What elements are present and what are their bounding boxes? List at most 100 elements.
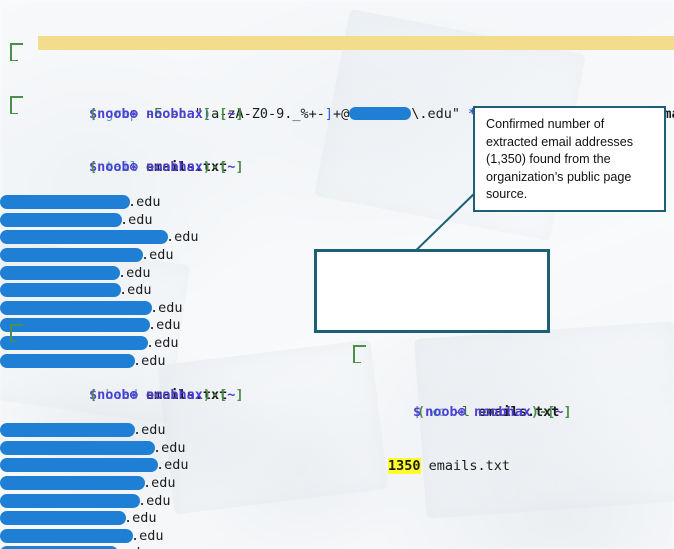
head-output-list: .edu.edu.edu.edu.edu.edu.edu.edu.edu.edu bbox=[0, 422, 244, 549]
prompt-dash: - bbox=[211, 386, 220, 403]
prompt-bracket-open: [ bbox=[219, 386, 228, 403]
prompt-corner-top-icon bbox=[10, 43, 23, 45]
prompt-open-paren: ( bbox=[89, 158, 98, 175]
prompt-hostname: noobhax bbox=[145, 105, 203, 122]
prompt-space bbox=[138, 387, 146, 403]
email-domain-suffix: .edu bbox=[146, 334, 179, 351]
output-line: .edu bbox=[0, 317, 244, 335]
shell-prompt: (noob⊛ noobhax)-[~] bbox=[0, 316, 244, 403]
prompt-open-paren: ( bbox=[89, 105, 98, 122]
prompt-dollar: $ bbox=[413, 404, 422, 420]
cmd-token: emails.txt bbox=[478, 404, 560, 420]
final-prompt-block: (noob⊛ noobhax)-[~] $ bbox=[0, 510, 244, 549]
email-domain-suffix: .edu bbox=[133, 422, 166, 439]
line-count-value: 1350 bbox=[388, 458, 421, 474]
shell-prompt: (noob⊛ noobhax)-[~] bbox=[334, 331, 572, 420]
cmd-token: emails.txt bbox=[145, 158, 228, 175]
email-domain-suffix: .edu bbox=[119, 282, 152, 299]
tail-block: (noob⊛ noobhax)-[~] $ tail emails.txt .e… bbox=[0, 53, 244, 405]
email-domain-suffix: .edu bbox=[118, 264, 151, 281]
cmd-token bbox=[460, 106, 468, 122]
output-line: .edu bbox=[0, 353, 244, 371]
wc-command-tokens: wc -l emails.txt bbox=[429, 404, 559, 420]
prompt-open-paren: ( bbox=[417, 404, 426, 420]
email-domain-suffix: .edu bbox=[148, 317, 181, 334]
cmd-token: -o bbox=[170, 105, 187, 122]
prompt-dollar: $ bbox=[89, 158, 98, 175]
prompt-user: noob bbox=[425, 404, 458, 420]
redaction-mark bbox=[0, 300, 152, 315]
prompt-user: noob bbox=[97, 105, 130, 122]
wc-result-line: 1350 emails.txt bbox=[323, 439, 547, 474]
prompt-space bbox=[466, 404, 474, 420]
email-domain-suffix: .edu bbox=[150, 299, 183, 316]
prompt-cwd: ~ bbox=[227, 105, 236, 122]
output-line: .edu bbox=[0, 422, 244, 440]
redaction-mark bbox=[0, 440, 155, 455]
email-domain-suffix: .edu bbox=[141, 246, 174, 263]
redaction-mark bbox=[0, 423, 135, 438]
redaction-mark bbox=[349, 106, 412, 120]
prompt-bracket-close: ] bbox=[563, 404, 572, 420]
cmd-token: emails.txt bbox=[145, 386, 228, 403]
prompt-close-paren: ) bbox=[202, 158, 212, 175]
prompt-cwd: ~ bbox=[227, 386, 236, 403]
redaction-mark bbox=[0, 528, 133, 543]
redaction-mark bbox=[0, 247, 143, 262]
prompt-corner-top-icon bbox=[10, 324, 23, 326]
cmd-token: grep bbox=[105, 105, 138, 122]
email-domain-suffix: .edu bbox=[120, 211, 153, 228]
cmd-token: tail bbox=[105, 158, 138, 175]
prompt-bracket-open: [ bbox=[219, 105, 228, 122]
email-domain-suffix: .edu bbox=[116, 545, 149, 549]
output-line: .edu bbox=[0, 545, 244, 549]
cmd-token: [ bbox=[202, 105, 212, 122]
redaction-mark bbox=[0, 212, 122, 227]
prompt-user: noob bbox=[97, 386, 130, 403]
output-line: .edu bbox=[0, 528, 244, 546]
prompt-hostname: noobhax bbox=[473, 404, 531, 420]
tail-command-tokens: tail emails.txt bbox=[105, 159, 227, 175]
prompt-corner-bottom-icon bbox=[10, 59, 18, 62]
prompt-corner-top-icon bbox=[353, 345, 366, 347]
redaction-mark bbox=[0, 335, 148, 350]
head-command-tokens: head emails.txt bbox=[105, 387, 227, 403]
cmd-token: \.edu bbox=[411, 105, 452, 122]
shell-prompt: (noob⊛ noobhax)-[~] bbox=[0, 35, 674, 122]
prompt-corner-top-icon bbox=[10, 96, 23, 98]
output-line: .edu bbox=[0, 265, 244, 283]
prompt-close-paren: ) bbox=[202, 386, 212, 403]
cmd-token: + bbox=[333, 105, 342, 122]
prompt-corner-bottom-icon bbox=[353, 361, 361, 363]
cmd-token: * bbox=[468, 106, 476, 122]
tail-output-list: .edu.edu.edu.edu.edu.edu.edu.edu.edu.edu bbox=[0, 194, 244, 370]
email-domain-suffix: .edu bbox=[143, 474, 176, 491]
prompt-hostname: noobhax bbox=[145, 386, 203, 403]
prompt-space bbox=[138, 159, 146, 175]
redaction-mark bbox=[0, 265, 120, 280]
redaction-mark bbox=[0, 475, 145, 490]
prompt-corner-vertical-icon bbox=[10, 43, 12, 62]
output-line: .edu bbox=[0, 335, 244, 353]
redaction-mark bbox=[0, 353, 135, 368]
prompt-corner-vertical-icon bbox=[353, 345, 355, 363]
prompt-close-paren: ) bbox=[202, 105, 212, 122]
cmd-token: -E bbox=[145, 105, 163, 122]
output-line: .edu bbox=[0, 229, 244, 247]
prompt-at-glyph-icon: ⊛ bbox=[129, 158, 138, 175]
prompt-corner-vertical-icon bbox=[10, 324, 12, 343]
redaction-mark bbox=[0, 230, 168, 245]
cmd-token: a-zA-Z0-9._%+- bbox=[211, 105, 325, 122]
output-line: .edu bbox=[0, 440, 244, 458]
redaction-mark bbox=[0, 318, 150, 333]
wc-result-filename: emails.txt bbox=[420, 458, 510, 474]
wc-count-callout-box: (noob⊛ noobhax)-[~] $ wc -l emails.txt 1… bbox=[314, 249, 572, 474]
prompt-at-glyph-icon: ⊛ bbox=[129, 386, 138, 403]
email-domain-suffix: .edu bbox=[153, 439, 186, 456]
output-line: .edu bbox=[0, 194, 244, 212]
cmd-token: head bbox=[105, 386, 138, 403]
prompt-hostname: noobhax bbox=[145, 158, 203, 175]
prompt-close-paren: ) bbox=[530, 404, 540, 420]
cmd-token: -l bbox=[453, 404, 470, 420]
